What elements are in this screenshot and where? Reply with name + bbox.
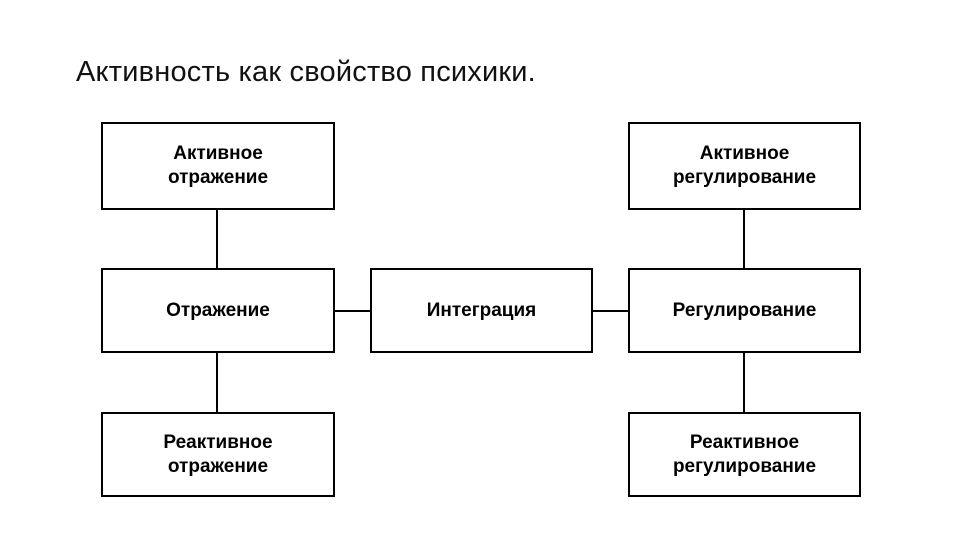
node-reflection-label: Отражение — [166, 299, 270, 321]
connector-active-reflection-to-reflection — [216, 209, 218, 269]
connector-active-regulation-to-regulation — [743, 209, 745, 269]
node-integration[interactable]: Интеграция — [370, 268, 593, 353]
node-integration-label: Интеграция — [426, 299, 537, 321]
page-title: Активность как свойство психики. — [76, 56, 536, 88]
node-regulation-label: Регулирование — [672, 299, 817, 321]
node-active-regulation-label: Активное регулирование — [672, 143, 817, 188]
node-active-regulation[interactable]: Активное регулирование — [628, 122, 861, 210]
node-reactive-regulation-label: Реактивное регулирование — [672, 431, 817, 477]
node-active-reflection-label: Активное отражение — [167, 143, 269, 188]
node-reflection[interactable]: Отражение — [101, 268, 335, 353]
connector-regulation-to-reactive-regulation — [743, 352, 745, 413]
connector-reflection-to-integration — [334, 310, 371, 312]
connector-reflection-to-reactive-reflection — [216, 352, 218, 413]
node-reactive-reflection-label: Реактивное отражение — [163, 431, 273, 477]
node-active-reflection[interactable]: Активное отражение — [101, 122, 335, 210]
node-regulation[interactable]: Регулирование — [628, 268, 861, 353]
node-reactive-reflection[interactable]: Реактивное отражение — [101, 412, 335, 497]
connector-integration-to-regulation — [592, 310, 629, 312]
node-reactive-regulation[interactable]: Реактивное регулирование — [628, 412, 861, 497]
